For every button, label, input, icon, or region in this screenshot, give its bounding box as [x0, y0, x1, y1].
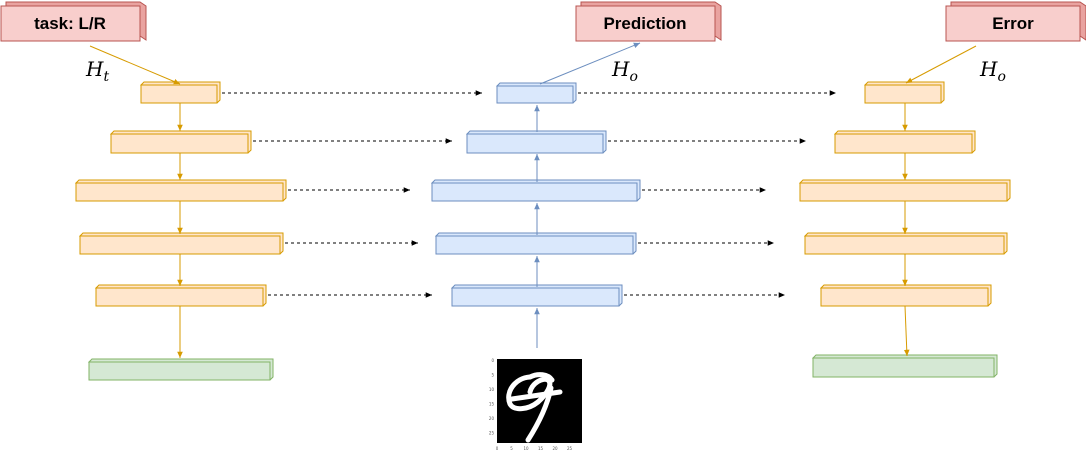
x-tick-label: 5	[510, 446, 513, 451]
x-tick-label: 15	[538, 446, 544, 451]
x-tick-label: 0	[496, 446, 499, 451]
middle-layer-2	[465, 130, 607, 154]
network-to-prediction-arrow	[539, 42, 641, 85]
prediction-box: Prediction	[575, 1, 722, 42]
error-label: Error	[992, 14, 1034, 33]
middle-layer-3	[430, 179, 641, 202]
prediction-label: Prediction	[603, 14, 686, 33]
error-to-network-arrow	[905, 45, 977, 84]
left-output-layer	[87, 358, 274, 381]
y-tick-label: 0	[491, 358, 494, 363]
middle-layer-4	[434, 232, 637, 255]
h-o-error-label: Ho	[979, 57, 1006, 85]
right-layer-2	[833, 130, 976, 154]
layer-boxes	[74, 81, 1011, 381]
x-tick-label: 10	[523, 446, 529, 451]
left-layer-4	[78, 232, 284, 255]
image-axis-ticks: 0 5 10 15 20 25 0 5 10 15 20 25	[489, 358, 573, 451]
y-tick-label: 15	[489, 402, 495, 407]
task-label: task: L/R	[34, 14, 106, 33]
right-layer-5	[819, 284, 992, 307]
mnist-digit-image: 0 5 10 15 20 25 0 5 10 15 20 25	[489, 358, 582, 451]
middle-layer-5	[450, 284, 623, 307]
digit-strokes	[506, 372, 563, 443]
y-tick-label: 25	[489, 431, 495, 436]
arrows	[89, 42, 977, 358]
middle-layer-1	[496, 82, 577, 104]
h-o-prediction-label: Ho	[611, 57, 638, 85]
y-tick-label: 10	[489, 387, 495, 392]
left-layer-1	[140, 81, 221, 104]
task-to-network-arrow	[89, 45, 181, 85]
right-flow-arrow-5	[903, 305, 910, 357]
x-tick-label: 20	[552, 446, 558, 451]
y-tick-label: 5	[491, 373, 494, 378]
left-layer-3	[74, 179, 287, 202]
left-layer-2	[109, 130, 252, 154]
h-t-label: Ht	[85, 57, 109, 85]
right-layer-1	[864, 81, 945, 104]
right-layer-4	[803, 232, 1008, 255]
error-box: Error	[945, 1, 1086, 42]
y-tick-label: 20	[489, 416, 495, 421]
task-box: task: L/R	[0, 1, 147, 42]
right-layer-3	[798, 179, 1011, 202]
right-output-layer	[811, 354, 998, 378]
x-tick-label: 25	[567, 446, 573, 451]
left-layer-5	[94, 284, 267, 307]
